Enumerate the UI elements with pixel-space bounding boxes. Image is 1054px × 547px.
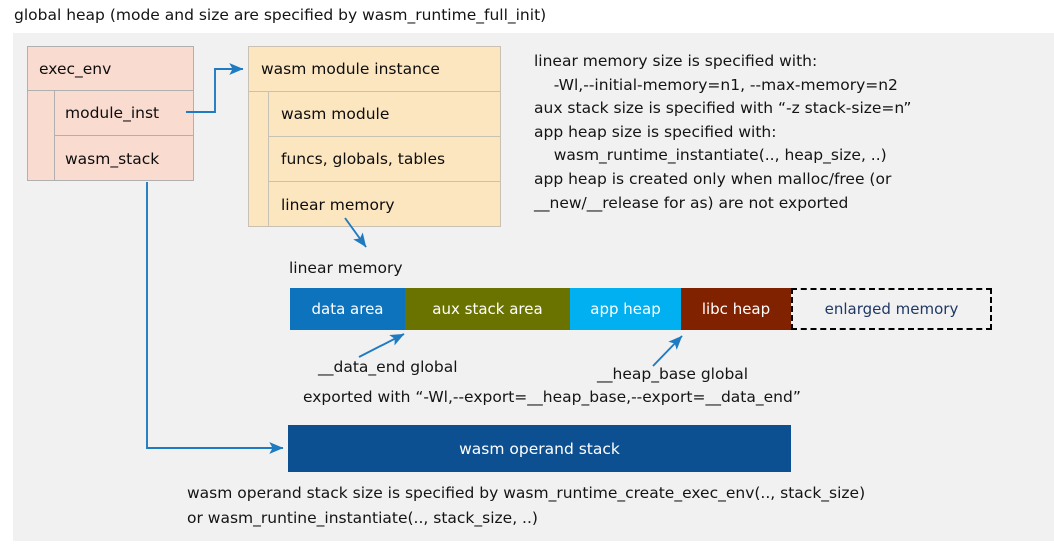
annotation-exported-with: exported with “-Wl,--export=__heap_base,… — [303, 388, 801, 406]
memory-segment-enlarged-memory: enlarged memory — [791, 288, 992, 330]
exec-env-box: exec_env module_inst wasm_stack — [27, 46, 194, 181]
linear-memory-caption: linear memory — [289, 259, 403, 277]
memory-segment-app-heap: app heap — [570, 288, 681, 330]
annotation-data-end: __data_end global — [318, 358, 458, 376]
module-instance-row-linear-memory: linear memory — [281, 195, 395, 214]
module-instance-row-wasm-module: wasm module — [269, 92, 500, 137]
exec-env-field-wasm-stack: wasm_stack — [65, 149, 160, 168]
wasm-module-instance-box: wasm module instance wasm module funcs, … — [248, 46, 501, 227]
exec-env-gutter — [28, 91, 55, 180]
memory-segment-data-area: data area — [290, 288, 405, 330]
exec-env-header: exec_env — [28, 47, 193, 91]
operand-stack-note: wasm operand stack size is specified by … — [187, 484, 866, 527]
page-title: global heap (mode and size are specified… — [14, 6, 547, 24]
exec-env-field-module-inst: module_inst — [55, 91, 193, 136]
module-instance-row-funcs-globals-tables: funcs, globals, tables — [269, 137, 500, 182]
memory-config-notes: linear memory size is specified with: -W… — [534, 52, 912, 212]
module-instance-gutter — [249, 92, 269, 226]
wasm-operand-stack-box: wasm operand stack — [288, 425, 791, 472]
module-instance-header: wasm module instance — [249, 47, 500, 92]
memory-segment-aux-stack-area: aux stack area — [405, 288, 570, 330]
memory-segment-libc-heap: libc heap — [681, 288, 791, 330]
annotation-heap-base: __heap_base global — [597, 365, 749, 383]
